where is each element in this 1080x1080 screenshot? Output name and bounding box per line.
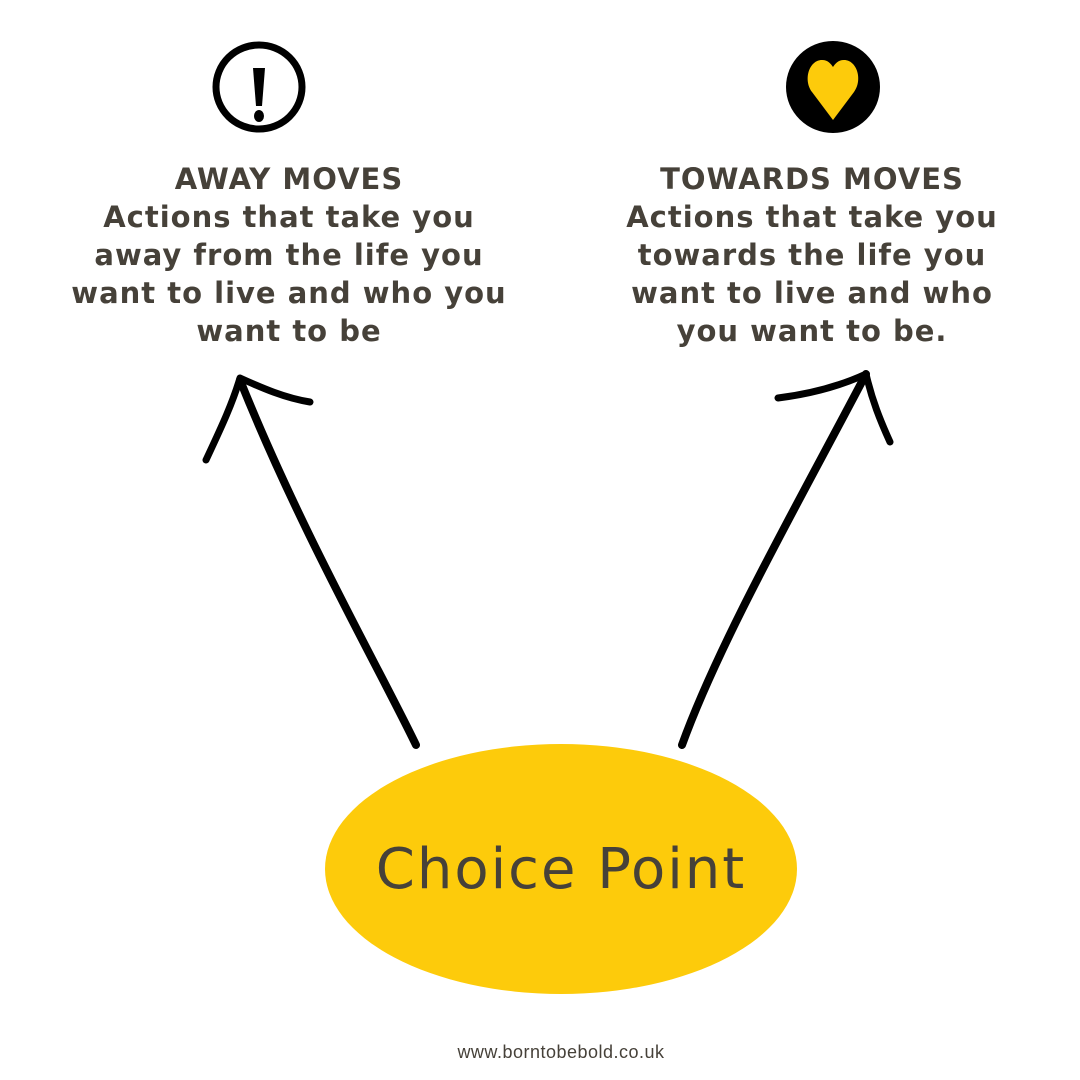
- choice-point-label: Choice Point: [375, 836, 747, 902]
- away-moves-title: AWAY MOVES: [174, 162, 404, 196]
- towards-line: Actions that take you: [626, 200, 998, 234]
- towards-line: you want to be.: [676, 314, 948, 348]
- footer-url: www.borntobebold.co.uk: [457, 1042, 665, 1062]
- away-line: want to live and who you: [71, 276, 507, 310]
- away-moves-text: AWAY MOVES Actions that take you away fr…: [49, 160, 529, 350]
- towards-arrow: [678, 370, 870, 749]
- choice-point: Choice Point: [325, 744, 797, 994]
- towards-moves-title: TOWARDS MOVES: [660, 162, 964, 196]
- exclamation-circle-icon: [212, 41, 306, 133]
- away-arrowhead: [202, 374, 314, 464]
- towards-line: want to live and who: [631, 276, 993, 310]
- towards-arrowhead: [774, 370, 894, 446]
- towards-line: towards the life you: [637, 238, 987, 272]
- away-line: Actions that take you: [103, 200, 475, 234]
- towards-moves-text: TOWARDS MOVES Actions that take you towa…: [572, 160, 1052, 350]
- away-arrow: [236, 376, 420, 749]
- heart-circle-icon: [786, 41, 880, 133]
- away-line: away from the life you: [94, 238, 484, 272]
- away-line: want to be: [196, 314, 382, 348]
